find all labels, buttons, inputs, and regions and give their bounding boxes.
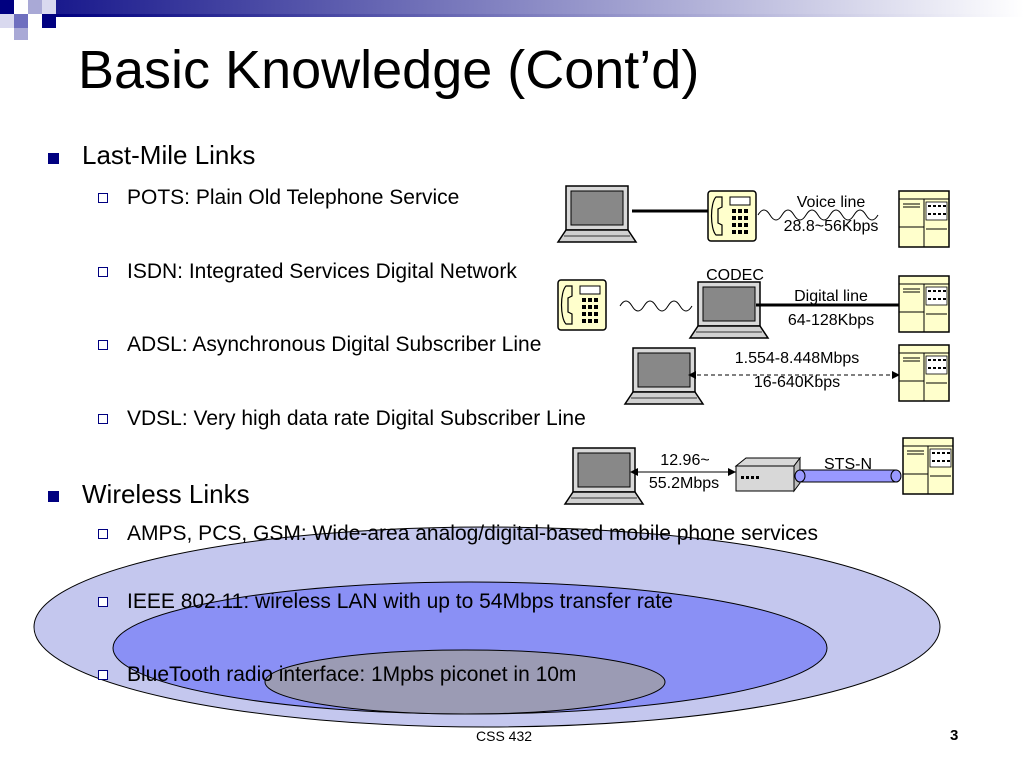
title-banner [0, 0, 1024, 40]
list-item: VDSL: Very high data rate Digital Subscr… [127, 407, 586, 430]
section-heading: Wireless Links [82, 479, 250, 509]
sub-bullet-icon [98, 414, 108, 424]
list-item: POTS: Plain Old Telephone Service [127, 186, 460, 209]
adsl-upstream-rate-label: 16-640Kbps [753, 374, 841, 391]
codec-laptop-icon [689, 281, 769, 339]
central-office-switch-icon [898, 275, 950, 333]
telephone-icon [707, 190, 757, 242]
slide-number: 3 [950, 727, 959, 744]
piconet-coverage-ellipse [264, 649, 666, 715]
telephone-icon [557, 279, 607, 331]
central-office-switch-icon [902, 437, 954, 495]
digital-line-label: Digital line [794, 288, 868, 305]
sub-bullet-icon [98, 670, 108, 680]
vdsl-rate-label-2: 55.2Mbps [648, 475, 720, 492]
vdsl-rate-label-1: 12.96~ [660, 452, 710, 469]
sts-n-label: STS-N [824, 456, 872, 473]
sub-bullet-icon [98, 267, 108, 277]
sub-bullet-icon [98, 340, 108, 350]
bullet-icon [48, 491, 59, 502]
section-heading: Last-Mile Links [82, 140, 256, 170]
list-item: ISDN: Integrated Services Digital Networ… [127, 260, 517, 283]
digital-line-rate-label: 64-128Kbps [787, 312, 875, 329]
footer-course: CSS 432 [476, 728, 533, 744]
laptop-icon [557, 185, 637, 243]
central-office-switch-icon [898, 190, 950, 248]
vdsl-modem-icon [734, 456, 801, 493]
laptop-icon [564, 447, 644, 505]
central-office-switch-icon [898, 344, 950, 402]
voice-line-label: Voice line [796, 194, 866, 211]
sub-bullet-icon [98, 529, 108, 539]
list-item: IEEE 802.11: wireless LAN with up to 54M… [127, 590, 673, 613]
sub-bullet-icon [98, 193, 108, 203]
voice-line-rate-label: 28.8~56Kbps [783, 218, 879, 235]
list-item: BlueTooth radio interface: 1Mpbs piconet… [127, 663, 577, 686]
codec-label: CODEC [706, 267, 764, 284]
adsl-downstream-rate-label: 1.554-8.448Mbps [734, 350, 860, 367]
sub-bullet-icon [98, 597, 108, 607]
slide-title: Basic Knowledge (Cont’d) [78, 40, 700, 100]
list-item: AMPS, PCS, GSM: Wide-area analog/digital… [127, 522, 818, 545]
list-item: ADSL: Asynchronous Digital Subscriber Li… [127, 333, 542, 356]
bullet-icon [48, 153, 59, 164]
fiber-cable-icon [794, 469, 902, 483]
